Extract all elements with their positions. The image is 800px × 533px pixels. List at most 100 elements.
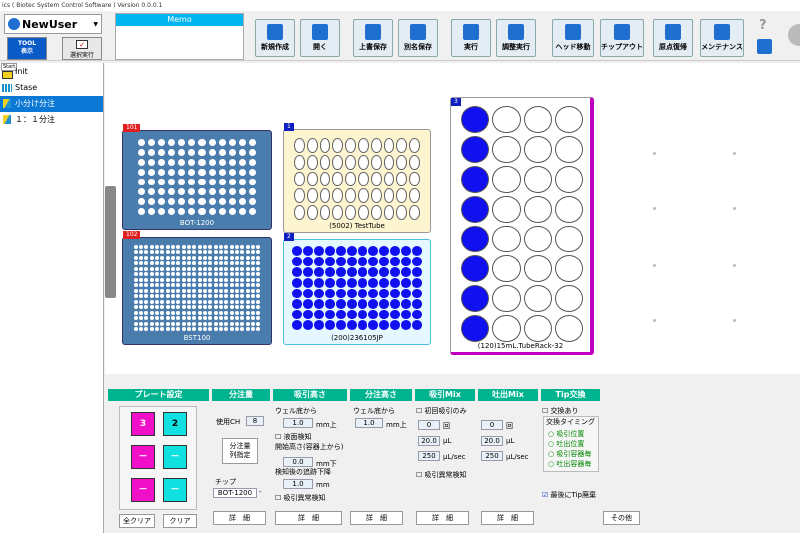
- well[interactable]: [178, 198, 186, 206]
- well[interactable]: [383, 138, 395, 153]
- well[interactable]: [144, 294, 149, 299]
- well[interactable]: [202, 261, 208, 266]
- well[interactable]: [154, 272, 160, 277]
- user-selector[interactable]: NewUser ▼: [4, 14, 102, 34]
- well[interactable]: [168, 188, 176, 196]
- well[interactable]: [324, 320, 335, 330]
- well[interactable]: [148, 198, 156, 206]
- well[interactable]: [198, 208, 206, 215]
- plate-102[interactable]: 102 BST100: [122, 231, 272, 345]
- well[interactable]: [335, 277, 346, 288]
- well[interactable]: [181, 305, 186, 310]
- well[interactable]: [306, 205, 318, 220]
- plate-3[interactable]: 3 (120)15mL.TubeRack-32: [450, 97, 594, 355]
- tube-well[interactable]: [554, 225, 583, 253]
- well[interactable]: [208, 266, 213, 271]
- well[interactable]: [186, 288, 192, 293]
- well[interactable]: [213, 277, 218, 282]
- well[interactable]: [198, 148, 206, 156]
- well[interactable]: [165, 321, 170, 326]
- well[interactable]: [302, 288, 313, 299]
- well[interactable]: [149, 321, 154, 326]
- well[interactable]: [154, 294, 160, 299]
- well[interactable]: [160, 261, 165, 266]
- well[interactable]: [390, 256, 401, 267]
- well[interactable]: [412, 277, 422, 288]
- well[interactable]: [148, 168, 156, 176]
- well[interactable]: [186, 299, 192, 304]
- well[interactable]: [197, 327, 202, 332]
- well[interactable]: [256, 321, 261, 326]
- out-mix-volume-field[interactable]: 20.0: [481, 436, 503, 446]
- well[interactable]: [240, 255, 245, 260]
- well[interactable]: [149, 283, 154, 288]
- well[interactable]: [133, 272, 138, 277]
- well[interactable]: [160, 310, 165, 315]
- well[interactable]: [228, 198, 236, 206]
- well[interactable]: [229, 277, 234, 282]
- well[interactable]: [213, 305, 218, 310]
- well[interactable]: [138, 288, 144, 293]
- sidebar-item-one-to-one[interactable]: １：１分注: [0, 112, 103, 128]
- run-button[interactable]: 実行: [451, 19, 491, 57]
- tube-well[interactable]: [461, 255, 490, 283]
- well[interactable]: [250, 277, 256, 282]
- well[interactable]: [138, 198, 146, 206]
- well[interactable]: [208, 188, 216, 196]
- well[interactable]: [213, 321, 218, 326]
- well[interactable]: [218, 288, 224, 293]
- well[interactable]: [144, 244, 149, 249]
- well[interactable]: [208, 178, 216, 186]
- well[interactable]: [224, 255, 229, 260]
- well[interactable]: [138, 255, 144, 260]
- tube-well[interactable]: [554, 106, 583, 133]
- well[interactable]: [224, 299, 229, 304]
- well[interactable]: [158, 158, 166, 166]
- well[interactable]: [370, 154, 382, 170]
- well[interactable]: [148, 178, 156, 186]
- well[interactable]: [165, 327, 170, 332]
- well[interactable]: [368, 277, 379, 288]
- well[interactable]: [149, 299, 154, 304]
- timing-radio[interactable]: ○ 吸引位置: [548, 430, 585, 438]
- well[interactable]: [234, 277, 240, 282]
- well[interactable]: [238, 178, 246, 186]
- well[interactable]: [346, 288, 357, 299]
- tube-well[interactable]: [554, 135, 583, 163]
- well[interactable]: [154, 327, 160, 332]
- well[interactable]: [240, 294, 245, 299]
- well[interactable]: [197, 321, 202, 326]
- well[interactable]: [345, 205, 356, 220]
- well[interactable]: [208, 327, 213, 332]
- well[interactable]: [160, 266, 165, 271]
- well[interactable]: [238, 168, 246, 176]
- well[interactable]: [256, 244, 261, 249]
- well[interactable]: [248, 188, 256, 196]
- well[interactable]: [228, 148, 236, 156]
- well[interactable]: [248, 139, 256, 146]
- well[interactable]: [192, 316, 197, 321]
- well[interactable]: [240, 272, 245, 277]
- well[interactable]: [218, 316, 224, 321]
- well[interactable]: [250, 283, 256, 288]
- well[interactable]: [202, 327, 208, 332]
- well[interactable]: [292, 299, 302, 309]
- plate-slot-button[interactable]: －: [163, 478, 187, 502]
- well[interactable]: [250, 316, 256, 321]
- maintenance-button[interactable]: メンテナンス: [700, 19, 744, 57]
- well[interactable]: [234, 272, 240, 277]
- well[interactable]: [133, 327, 138, 332]
- well[interactable]: [148, 139, 156, 146]
- well[interactable]: [368, 309, 379, 320]
- well[interactable]: [208, 316, 213, 321]
- tube-well[interactable]: [523, 225, 552, 253]
- well[interactable]: [154, 283, 160, 288]
- well[interactable]: [133, 316, 138, 321]
- well[interactable]: [401, 256, 412, 267]
- well[interactable]: [346, 267, 357, 277]
- well[interactable]: [186, 250, 192, 255]
- well[interactable]: [198, 188, 206, 196]
- well[interactable]: [208, 244, 213, 249]
- well[interactable]: [390, 309, 401, 320]
- well[interactable]: [170, 250, 176, 255]
